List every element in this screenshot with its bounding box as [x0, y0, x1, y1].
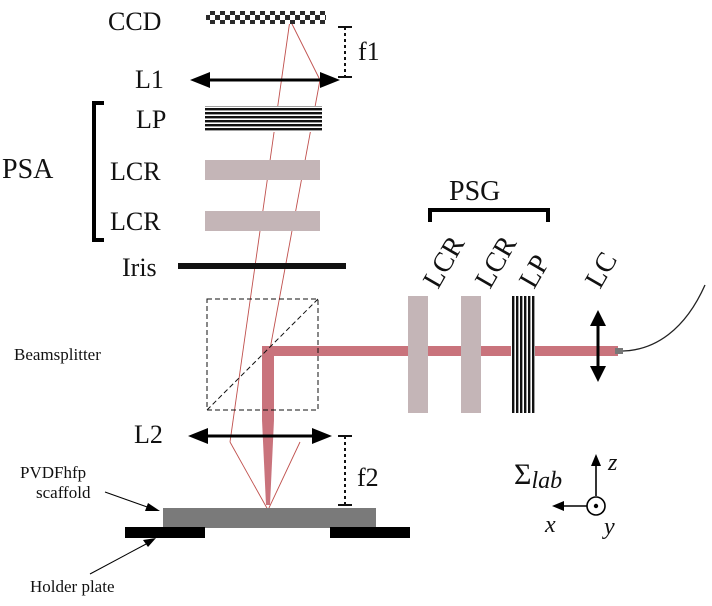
beamsplitter-cube — [206, 298, 319, 411]
ray-left-lower — [229, 441, 269, 511]
scaffold-label-line2: scaffold — [36, 483, 91, 502]
beam-horizontal — [262, 346, 618, 356]
l1-label: L1 — [135, 65, 164, 94]
ray-right-top — [289, 19, 321, 81]
beamsplitter-label: Beamsplitter — [14, 345, 101, 364]
l2-label: L2 — [134, 420, 163, 449]
lp-generator-label: LP — [513, 250, 556, 294]
f2-label: f2 — [357, 463, 379, 492]
ccd-label: CCD — [108, 7, 161, 36]
lcr-generator-1-label: LCR — [417, 231, 471, 294]
ccd-sensor — [206, 11, 326, 24]
lcr-generator-1 — [408, 296, 428, 413]
lcr-generator-2-label: LCR — [469, 231, 523, 294]
lens-l2 — [188, 428, 332, 444]
psa-label: PSA — [2, 154, 54, 185]
axis-z-label: z — [607, 450, 618, 476]
optical-fiber — [622, 284, 706, 352]
frame-sigma-label: Σlab — [514, 458, 562, 494]
lens-lc — [590, 310, 606, 382]
frame-axes — [552, 454, 606, 516]
axis-x-label: x — [544, 512, 556, 538]
psg-bracket — [428, 208, 550, 222]
lp-generator — [511, 296, 535, 413]
f1-dimension — [338, 26, 352, 78]
fiber-tip — [615, 348, 623, 354]
lc-label: LC — [579, 247, 624, 293]
beam-vertical — [262, 351, 274, 505]
ray-right-lower — [267, 441, 301, 511]
lp-analyzer — [205, 106, 322, 132]
holder-plate-label: Holder plate — [30, 577, 115, 596]
psg-label: PSG — [449, 176, 500, 207]
iris-label: Iris — [122, 253, 157, 282]
scaffold-label-line1: PVDFhfp — [20, 463, 86, 482]
lcr-generator-2 — [461, 296, 481, 413]
psa-bracket — [92, 101, 104, 242]
lp-analyzer-label: LP — [136, 105, 166, 134]
holder-plate-left — [125, 527, 205, 538]
lcr-analyzer-1 — [205, 160, 320, 180]
axis-y-label: y — [602, 514, 615, 540]
holder-plate-right — [330, 527, 410, 538]
pvdfhfp-scaffold — [163, 508, 376, 528]
f2-dimension — [338, 435, 352, 506]
iris — [178, 263, 346, 269]
holder-pointer — [89, 538, 156, 575]
lens-l1 — [190, 72, 340, 88]
lcr-analyzer-2 — [205, 211, 320, 231]
f1-label: f1 — [358, 37, 380, 66]
lcr-analyzer-2-label: LCR — [110, 207, 161, 236]
scaffold-pointer — [104, 491, 160, 511]
lcr-analyzer-1-label: LCR — [110, 157, 161, 186]
